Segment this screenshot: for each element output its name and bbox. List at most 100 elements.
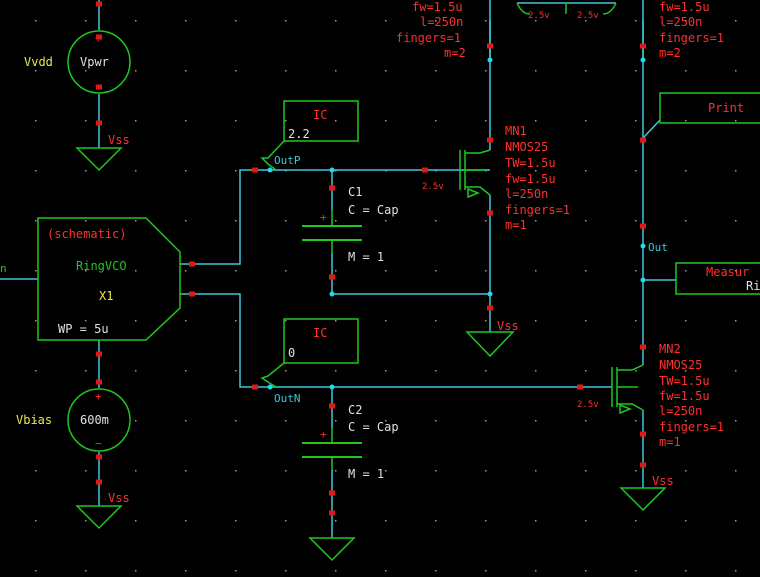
grid-dot bbox=[635, 120, 637, 122]
grid-dot bbox=[535, 20, 537, 22]
grid-dot bbox=[235, 520, 237, 522]
measure-probe[interactable]: Measur Ri bbox=[675, 262, 760, 295]
grid-dot bbox=[85, 220, 87, 222]
mn1-ground-label: Vss bbox=[497, 319, 519, 333]
mn1-gate-voltage: 2.5v bbox=[422, 182, 444, 192]
pin-marker bbox=[96, 379, 102, 385]
ic-box-bottom[interactable]: IC 0 bbox=[260, 318, 359, 388]
mn1-m: m=1 bbox=[505, 218, 527, 232]
grid-dot bbox=[185, 270, 187, 272]
grid-dot bbox=[35, 220, 37, 222]
mn2-fingers: fingers=1 bbox=[659, 420, 724, 434]
grid-dot bbox=[85, 70, 87, 72]
grid-dot bbox=[535, 220, 537, 222]
grid-dot bbox=[685, 420, 687, 422]
grid-dot bbox=[335, 270, 337, 272]
top-right-labels: fw=1.5u l=250n fingers=1 m=2 bbox=[659, 0, 724, 60]
grid-dot bbox=[335, 320, 337, 322]
grid-dot bbox=[135, 470, 137, 472]
node-dots bbox=[267, 57, 646, 390]
ringvco-block[interactable]: (schematic) RingVCO X1 WP = 5u n bbox=[0, 217, 181, 341]
mn1-model: NMOS25 bbox=[505, 140, 548, 154]
top-left-fingers: fingers=1 bbox=[396, 31, 461, 45]
transistor-mn2[interactable] bbox=[611, 364, 644, 415]
vbias-ground-label: Vss bbox=[108, 491, 130, 505]
grid-dot bbox=[35, 70, 37, 72]
grid-dot bbox=[585, 120, 587, 122]
node-dot bbox=[329, 291, 335, 297]
grid-dot bbox=[435, 420, 437, 422]
grid-dot bbox=[435, 120, 437, 122]
grid-dot bbox=[585, 420, 587, 422]
top-right-fingers: fingers=1 bbox=[659, 31, 724, 45]
grid-dot bbox=[585, 70, 587, 72]
grid-dot bbox=[585, 370, 587, 372]
grid-dot bbox=[535, 270, 537, 272]
mn1-arrow bbox=[467, 187, 481, 199]
pin-marker bbox=[189, 261, 195, 267]
vdd-source-circle bbox=[67, 30, 131, 94]
ic-bottom-outline bbox=[283, 318, 359, 364]
c1-plus: + bbox=[320, 211, 327, 224]
vbias-source[interactable]: 600m + − Vbias Vss bbox=[16, 388, 131, 505]
grid-dot bbox=[235, 170, 237, 172]
grid-dot bbox=[85, 320, 87, 322]
grid-dot bbox=[185, 320, 187, 322]
top-gate-voltage-right: 2.5v bbox=[577, 11, 599, 21]
grid-dot bbox=[185, 470, 187, 472]
capacitor-c1[interactable]: + C1 C = Cap M = 1 bbox=[302, 185, 399, 264]
top-transistor-pair[interactable] bbox=[516, 2, 617, 15]
grid-dot bbox=[385, 20, 387, 22]
ic-top-outline bbox=[283, 100, 359, 142]
pin-marker bbox=[96, 479, 102, 485]
grid-dot bbox=[685, 170, 687, 172]
grid-dot bbox=[485, 520, 487, 522]
grid-dot bbox=[235, 570, 237, 572]
grid-dot bbox=[285, 70, 287, 72]
top-left-m: m=2 bbox=[444, 46, 466, 60]
grid-dot bbox=[385, 370, 387, 372]
grid-dot bbox=[585, 320, 587, 322]
capacitor-c2[interactable]: + C2 C = Cap M = 1 bbox=[302, 403, 399, 481]
top-right-device-edge bbox=[602, 2, 617, 15]
ic-box-top[interactable]: IC 2.2 bbox=[260, 100, 359, 171]
mn2-drain bbox=[617, 364, 644, 371]
grid-dot bbox=[635, 170, 637, 172]
grid-dot bbox=[85, 270, 87, 272]
pin-marker bbox=[640, 43, 646, 49]
pin-marker bbox=[189, 291, 195, 297]
mn2-tw: TW=1.5u bbox=[659, 374, 710, 388]
grid-dot bbox=[135, 70, 137, 72]
grid-dot bbox=[685, 70, 687, 72]
grid-dot bbox=[35, 170, 37, 172]
top-left-device-edge bbox=[516, 2, 531, 15]
pin-marker bbox=[640, 223, 646, 229]
pin-marker bbox=[252, 167, 258, 173]
grid-dot bbox=[335, 420, 337, 422]
pin-marker bbox=[640, 137, 646, 143]
pin-marker bbox=[329, 185, 335, 191]
print-probe[interactable]: Print bbox=[659, 92, 760, 124]
vbias-source-name: Vbias bbox=[16, 413, 52, 427]
c2-value: C = Cap bbox=[348, 420, 399, 434]
ringvco-type: (schematic) bbox=[47, 227, 126, 241]
c2-name: C2 bbox=[348, 403, 362, 417]
grid-dot bbox=[135, 20, 137, 22]
grid-dot bbox=[185, 170, 187, 172]
pin-marker bbox=[577, 384, 583, 390]
grid-dot bbox=[285, 420, 287, 422]
grid-dot bbox=[135, 570, 137, 572]
grid-dots bbox=[35, 20, 737, 572]
grid-dot bbox=[485, 20, 487, 22]
mn2-l: l=250n bbox=[659, 404, 702, 418]
node-dot bbox=[487, 57, 493, 63]
grid-dot bbox=[435, 70, 437, 72]
grid-dot bbox=[585, 270, 587, 272]
grid-dot bbox=[35, 320, 37, 322]
grid-dot bbox=[285, 120, 287, 122]
grid-dot bbox=[435, 20, 437, 22]
transistor-mn1[interactable] bbox=[459, 149, 491, 199]
grid-dot bbox=[385, 220, 387, 222]
mn2-model: NMOS25 bbox=[659, 358, 702, 372]
